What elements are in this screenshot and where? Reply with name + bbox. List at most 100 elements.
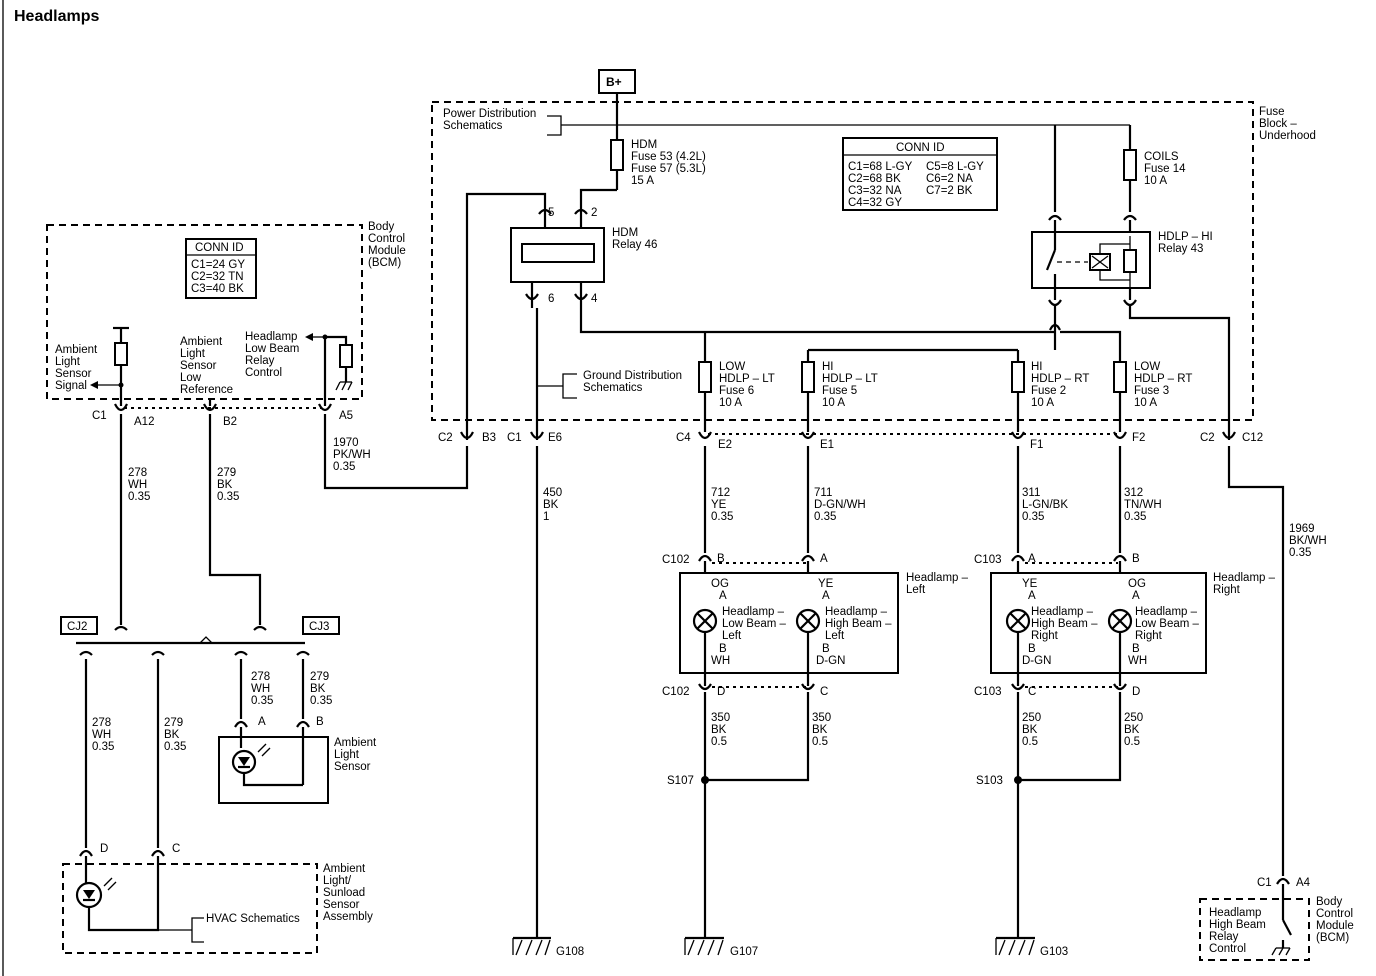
svg-text:Body: Body xyxy=(1316,896,1342,908)
svg-text:B: B xyxy=(316,716,324,728)
svg-text:Sensor: Sensor xyxy=(180,360,217,372)
svg-text:C: C xyxy=(1028,686,1036,698)
bcm-connector-pins: C1 A12 B2 A5 xyxy=(92,403,353,428)
svg-text:Headlamp –: Headlamp – xyxy=(1213,572,1276,584)
svg-text:C102: C102 xyxy=(662,554,690,566)
svg-text:BK: BK xyxy=(310,683,326,695)
svg-text:High Beam –: High Beam – xyxy=(825,618,892,630)
svg-text:0.5: 0.5 xyxy=(1124,736,1140,748)
svg-text:Fuse 57 (5.3L): Fuse 57 (5.3L) xyxy=(631,163,706,175)
svg-text:C3=40 BK: C3=40 BK xyxy=(191,283,244,295)
svg-text:BK: BK xyxy=(164,729,180,741)
svg-text:Headlamp: Headlamp xyxy=(245,331,297,343)
svg-text:10 A: 10 A xyxy=(1031,397,1054,409)
svg-text:WH: WH xyxy=(711,655,730,667)
wire-278-sunload: 278 WH 0.35 xyxy=(92,717,114,753)
svg-text:279: 279 xyxy=(164,717,183,729)
wire-279: 279 BK 0.35 xyxy=(217,467,239,503)
svg-text:Control: Control xyxy=(245,367,282,379)
svg-text:BK: BK xyxy=(1124,724,1140,736)
svg-text:450: 450 xyxy=(543,487,562,499)
svg-text:Low: Low xyxy=(180,372,202,384)
bplus-source: B+ xyxy=(598,69,636,140)
svg-text:1970: 1970 xyxy=(333,437,359,449)
ground-g107: G107 xyxy=(684,936,758,958)
svg-text:Ambient: Ambient xyxy=(180,336,223,348)
svg-text:F1: F1 xyxy=(1030,439,1043,451)
svg-text:250: 250 xyxy=(1124,712,1143,724)
svg-text:C1: C1 xyxy=(507,432,522,444)
svg-text:Right: Right xyxy=(1031,630,1059,642)
svg-text:Sensor: Sensor xyxy=(323,899,360,911)
svg-text:5: 5 xyxy=(548,207,554,219)
bcm-lowbeam-relay-control: Headlamp Low Beam Relay Control xyxy=(245,331,353,406)
splice-s103: S103 xyxy=(976,775,1022,787)
svg-text:BK/WH: BK/WH xyxy=(1289,535,1327,547)
svg-text:High Beam –: High Beam – xyxy=(1031,618,1098,630)
fuse-hi-hdlp-lt: HI HDLP – LT Fuse 5 10 A xyxy=(801,361,878,432)
svg-text:Left: Left xyxy=(825,630,845,642)
svg-text:250: 250 xyxy=(1022,712,1041,724)
svg-text:HDLP – RT: HDLP – RT xyxy=(1134,373,1192,385)
svg-text:Low Beam –: Low Beam – xyxy=(1135,618,1200,630)
svg-text:B: B xyxy=(1028,643,1036,655)
svg-text:Ambient: Ambient xyxy=(55,344,98,356)
svg-text:0.35: 0.35 xyxy=(711,511,733,523)
svg-text:BK: BK xyxy=(711,724,727,736)
svg-text:HDM: HDM xyxy=(631,139,657,151)
svg-text:A: A xyxy=(1028,553,1036,565)
svg-text:B: B xyxy=(1132,643,1140,655)
svg-text:4: 4 xyxy=(591,293,598,305)
splice-s107: S107 xyxy=(667,775,709,787)
svg-text:Module: Module xyxy=(1316,920,1354,932)
svg-text:712: 712 xyxy=(711,487,730,499)
svg-text:Sensor: Sensor xyxy=(55,368,92,380)
connector-c103-bottom: C103 C D xyxy=(974,683,1140,698)
svg-text:Signal: Signal xyxy=(55,380,87,392)
wire-250-b: 250 BK 0.5 xyxy=(1124,712,1143,748)
svg-text:C1=68 L-GY: C1=68 L-GY xyxy=(848,161,913,173)
wire-311: 311 L-GN/BK 0.35 xyxy=(1022,487,1068,523)
coils-fuse: COILS Fuse 14 10 A xyxy=(1123,149,1186,212)
svg-text:B: B xyxy=(822,643,830,655)
svg-text:Control: Control xyxy=(1316,908,1353,920)
svg-text:C5=8 L-GY: C5=8 L-GY xyxy=(926,161,984,173)
svg-text:Power Distribution: Power Distribution xyxy=(443,108,536,120)
svg-text:S107: S107 xyxy=(667,775,694,787)
svg-text:A12: A12 xyxy=(134,416,154,428)
svg-text:0.35: 0.35 xyxy=(1289,547,1311,559)
svg-text:0.5: 0.5 xyxy=(711,736,727,748)
svg-text:HVAC Schematics: HVAC Schematics xyxy=(206,913,300,925)
svg-text:A: A xyxy=(820,553,828,565)
svg-text:Relay 43: Relay 43 xyxy=(1158,243,1203,255)
svg-text:Left: Left xyxy=(722,630,742,642)
hdm-relay-46: 5 2 6 4 HDM Relay 46 xyxy=(510,205,657,308)
svg-text:Fuse 5: Fuse 5 xyxy=(822,385,857,397)
connector-c102-bottom: C102 D C xyxy=(662,683,828,698)
wire-279-sunload: 279 BK 0.35 xyxy=(164,717,186,753)
svg-text:B: B xyxy=(1132,553,1140,565)
svg-text:312: 312 xyxy=(1124,487,1143,499)
svg-text:350: 350 xyxy=(812,712,831,724)
svg-text:Headlamp –: Headlamp – xyxy=(1031,606,1094,618)
svg-text:711: 711 xyxy=(814,487,832,499)
svg-text:1969: 1969 xyxy=(1289,523,1315,535)
svg-text:10 A: 10 A xyxy=(1144,175,1167,187)
svg-text:C2: C2 xyxy=(438,432,453,444)
svg-text:0.35: 0.35 xyxy=(251,695,273,707)
svg-text:Sensor: Sensor xyxy=(334,761,371,773)
svg-text:Relay: Relay xyxy=(1209,931,1239,943)
svg-text:Control: Control xyxy=(1209,943,1246,955)
conn-id-table-bcm: CONN ID C1=24 GY C2=32 TN C3=40 BK xyxy=(185,238,257,299)
svg-text:10 A: 10 A xyxy=(719,397,742,409)
wire-1969: 1969 BK/WH 0.35 xyxy=(1289,523,1327,559)
svg-text:C103: C103 xyxy=(974,686,1002,698)
fuse-block-connector-pins: C2 B3 C1 E6 C4 E2 E1 F1 F2 C2 C12 xyxy=(438,431,1263,451)
hdm-fuse: HDM Fuse 53 (4.2L) Fuse 57 (5.3L) 15 A xyxy=(579,139,706,205)
svg-text:G108: G108 xyxy=(556,946,584,958)
svg-text:E1: E1 xyxy=(820,439,834,451)
svg-text:D: D xyxy=(717,686,725,698)
svg-text:A5: A5 xyxy=(339,410,353,422)
svg-text:A: A xyxy=(822,590,830,602)
